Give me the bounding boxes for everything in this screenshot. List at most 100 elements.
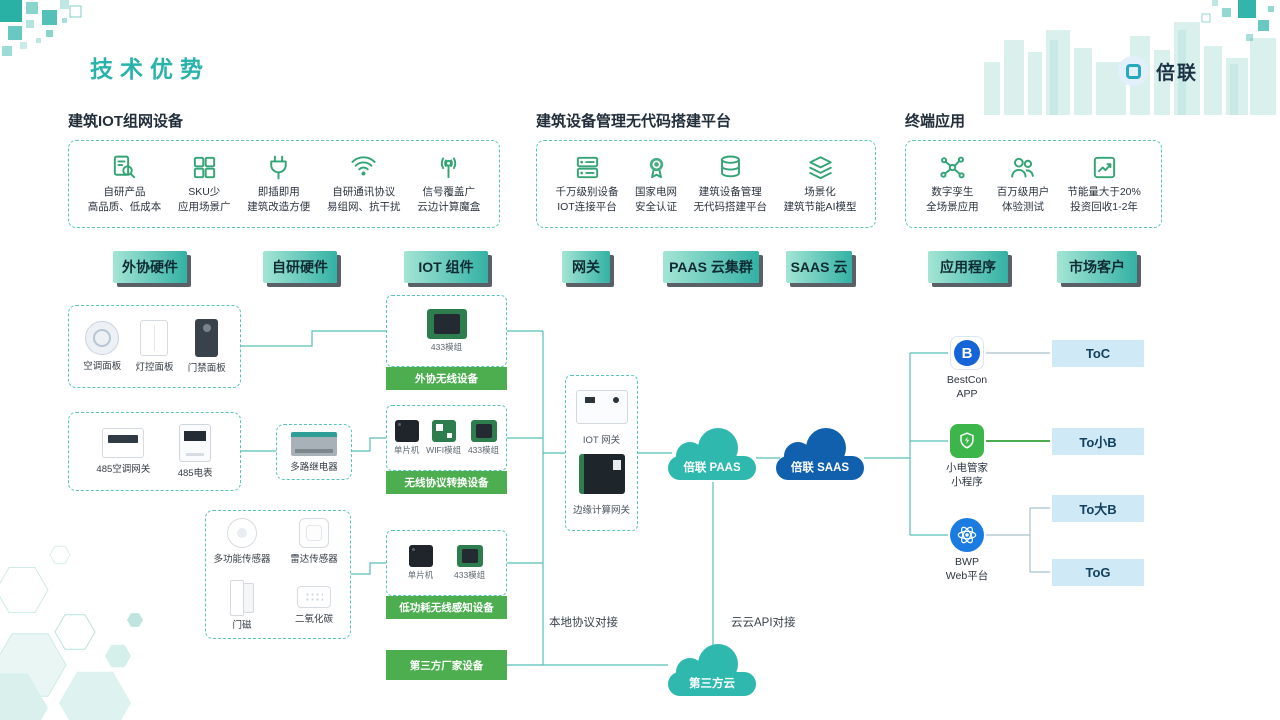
device-label: 485电表 <box>177 468 213 479</box>
feature-line2: 建筑改造方便 <box>247 201 311 213</box>
module-mcu: 单片机 <box>408 545 433 581</box>
plug-icon <box>270 156 287 180</box>
paas-cloud-label: 倍联 PAAS <box>683 462 741 474</box>
device-radar-sensor: 雷达传感器 <box>278 518 350 565</box>
device-label: 二氧化碳 <box>294 613 333 625</box>
atom-icon <box>957 526 977 544</box>
gateway-box: IOT 网关 边缘计算网关 <box>565 375 638 531</box>
paas-cloud: 倍联 PAAS <box>668 428 756 482</box>
feature-item: 国家电网 安全认证 <box>635 153 677 214</box>
device-co2-sensor: 二氧化碳 <box>278 585 350 625</box>
module-label: 单片机 <box>393 445 420 455</box>
module-433: 433模组 <box>426 309 467 353</box>
section-header-iot-devices: 建筑IOT组网设备 <box>68 113 183 130</box>
feature-item: 即插即用 建筑改造方便 <box>247 153 310 214</box>
device-485-meter: 485电表 <box>178 424 213 479</box>
radar-sensor-image <box>299 518 329 549</box>
feature-item: 信号覆盖广 云边计算魔盒 <box>417 153 480 214</box>
device-door-panel: 门禁面板 <box>188 319 226 374</box>
module-433: 433模组 <box>468 420 499 456</box>
brand-icon <box>1118 56 1148 86</box>
bar-thirdparty-devices: 第三方厂家设备 <box>386 650 507 680</box>
device-485-gateway: 485空调网关 <box>96 428 150 475</box>
485-meter-image <box>179 424 212 462</box>
gateway-label: 边缘计算网关 <box>572 505 630 516</box>
bar-outsourced-wireless: 外协无线设备 <box>386 367 507 390</box>
app-label-line2: 小程序 <box>951 475 983 488</box>
feature-box-nocode-platform: 千万级别设备 IOT连接平台 国家电网 安全认证 建筑设备管理 无代码搭建平台 … <box>536 140 876 228</box>
feature-line2: 高品质、低成本 <box>87 201 162 213</box>
network-icon <box>940 156 965 179</box>
app-label-line1: 小电管家 <box>946 462 988 474</box>
device-label: 485空调网关 <box>96 464 151 475</box>
device-group-485: 485空调网关 485电表 <box>68 412 241 491</box>
server-icon <box>576 157 598 179</box>
mini-program-icon <box>950 424 984 458</box>
mini-program-label: 小电管家 小程序 <box>924 462 1010 489</box>
app-label-line1: BestCon <box>946 374 988 386</box>
page-title: 技术优势 <box>90 56 210 82</box>
shield-icon <box>960 432 974 449</box>
annotation-cloud-api: 云云API对接 <box>731 617 796 629</box>
brand-logo-text: 倍联 <box>1156 62 1199 84</box>
bar-protocol-conversion: 无线协议转换设备 <box>386 471 507 494</box>
feature-line2: 应用场景广 <box>178 201 231 213</box>
device-group-panels: 空调面板 灯控面板 门禁面板 <box>68 305 241 388</box>
wifi-module-image <box>431 420 456 442</box>
edge-gateway-image <box>578 454 625 494</box>
feature-line2: 全场景应用 <box>926 201 979 213</box>
iot-box-protocol: 单片机 WIFI模组 433模组 <box>386 405 507 471</box>
bestcon-logo: B <box>954 340 980 366</box>
feature-line1: 数字孪生 <box>931 186 974 199</box>
feature-item: 建筑设备管理 无代码搭建平台 <box>694 153 767 214</box>
485-ac-gateway-image <box>102 428 145 458</box>
saas-cloud: 倍联 SAAS <box>776 428 864 482</box>
co2-sensor-image <box>297 585 331 608</box>
signal-tower-icon <box>441 157 457 179</box>
feature-line2: 建筑节能AI模型 <box>783 201 857 213</box>
device-relay: 多路继电器 <box>290 431 338 473</box>
feature-line1: 自研产品 <box>103 186 146 199</box>
feature-line2: 体验测试 <box>1001 201 1044 213</box>
feature-line1: 建筑设备管理 <box>698 186 762 199</box>
app-label-line2: Web平台 <box>945 569 989 582</box>
feature-line1: 场景化 <box>804 186 836 199</box>
market-chip-tog: ToG <box>1052 559 1144 586</box>
layers-icon <box>808 156 832 180</box>
feature-box-iot-devices: 自研产品 高品质、低成本 SKU少 应用场景广 即插即用 建筑改造方便 自研通讯… <box>68 140 500 228</box>
thirdparty-cloud-label: 第三方云 <box>689 678 735 690</box>
stage-chip-saas-cloud: SAAS 云 <box>786 251 852 283</box>
mcu-image <box>408 545 433 567</box>
door-access-panel-image <box>195 319 219 357</box>
device-label: 空调面板 <box>83 361 122 372</box>
grid-icon <box>193 157 215 179</box>
iot-box-lowpower: 单片机 433模组 <box>386 530 507 596</box>
module-mcu: 单片机 <box>393 420 420 456</box>
feature-line1: 即插即用 <box>257 186 300 199</box>
433-module-image <box>426 309 467 339</box>
device-label: 多功能传感器 <box>213 554 271 566</box>
feature-line2: 易组网、抗干扰 <box>327 201 401 213</box>
bwp-web-label: BWP Web平台 <box>924 556 1010 583</box>
bwp-web-icon <box>950 518 984 552</box>
feature-line2: 投资回收1-2年 <box>1070 201 1138 213</box>
stage-chip-paas-cluster: PAAS 云集群 <box>663 251 759 283</box>
feature-item: 百万级用户 体验测试 <box>997 153 1049 214</box>
module-wifi: WIFI模组 <box>426 420 461 456</box>
433-module-image <box>470 420 497 442</box>
annotation-local-protocol: 本地协议对接 <box>549 617 618 629</box>
module-label: 433模组 <box>467 445 500 455</box>
users-icon <box>1011 158 1035 178</box>
stage-chip-gateway: 网关 <box>562 251 610 283</box>
feature-line1: 信号覆盖广 <box>422 186 476 199</box>
product-search-icon <box>113 156 136 179</box>
feature-line1: 自研通讯协议 <box>332 186 396 199</box>
feature-item: 数字孪生 全场景应用 <box>926 153 979 214</box>
module-label: WIFI模组 <box>426 445 462 455</box>
device-label: 多路继电器 <box>290 461 338 473</box>
iot-gateway-image <box>575 390 628 424</box>
stage-chip-inhouse-hardware: 自研硬件 <box>263 251 337 283</box>
saas-cloud-label: 倍联 SAAS <box>790 462 850 474</box>
market-chip-small-b: To小B <box>1052 428 1144 455</box>
